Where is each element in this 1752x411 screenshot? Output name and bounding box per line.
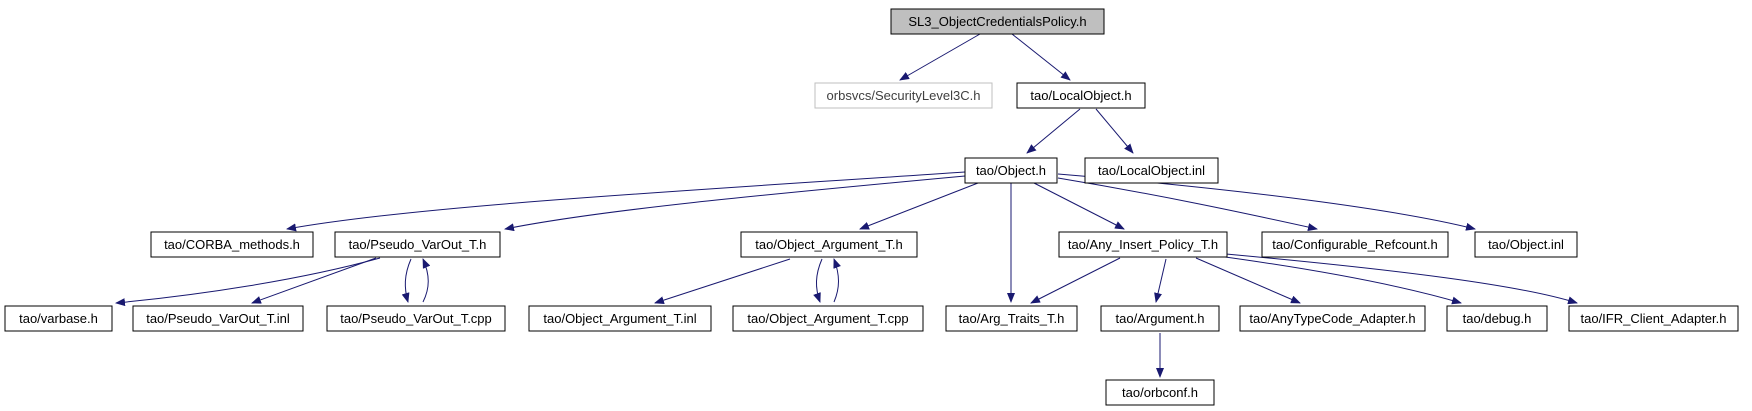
edge-any-insert-policy-to-ifr-client-adapter [1225, 253, 1578, 305]
edge-object-argument-cpp-to-object-argument-h [833, 258, 841, 303]
node-pseudo-varout-h[interactable]: tao/Pseudo_VarOut_T.h [334, 231, 501, 258]
node-label: tao/Any_Insert_Policy_T.h [1068, 237, 1218, 252]
edge-localobject-h-to-object-h [1026, 108, 1081, 154]
node-label: tao/IFR_Client_Adapter.h [1581, 311, 1727, 326]
edge-localobject-h-to-localobject-inl [1095, 108, 1134, 154]
node-object-h[interactable]: tao/Object.h [964, 157, 1058, 184]
node-orbconf[interactable]: tao/orbconf.h [1105, 379, 1215, 406]
node-label: tao/Argument.h [1116, 311, 1205, 326]
node-any-insert-policy[interactable]: tao/Any_Insert_Policy_T.h [1058, 231, 1228, 258]
edge-object-argument-h-to-object-argument-cpp [813, 258, 823, 303]
node-object-argument-cpp[interactable]: tao/Object_Argument_T.cpp [732, 305, 924, 332]
node-configurable-refcount[interactable]: tao/Configurable_Refcount.h [1261, 231, 1449, 258]
edge-object-h-to-pseudo-varout-h [504, 175, 966, 232]
edge-root-to-localobject-h [1011, 33, 1071, 81]
node-label: tao/Pseudo_VarOut_T.h [349, 237, 487, 252]
edge-pseudo-varout-h-to-pseudo-varout-inl [251, 257, 377, 304]
node-ifr-client-adapter[interactable]: tao/IFR_Client_Adapter.h [1568, 305, 1739, 332]
edge-any-insert-policy-to-anytypecode-adapter [1195, 257, 1301, 304]
edge-root-to-securitylevel3c [899, 33, 981, 81]
node-pseudo-varout-cpp[interactable]: tao/Pseudo_VarOut_T.cpp [326, 305, 506, 332]
edge-pseudo-varout-h-to-varbase [115, 257, 381, 307]
edge-any-insert-policy-to-argument-h [1154, 258, 1167, 303]
node-debug-h[interactable]: tao/debug.h [1446, 305, 1548, 332]
node-anytypecode-adapter[interactable]: tao/AnyTypeCode_Adapter.h [1239, 305, 1426, 332]
node-label: tao/debug.h [1463, 311, 1532, 326]
node-label: tao/Object.inl [1488, 237, 1564, 252]
node-label: tao/AnyTypeCode_Adapter.h [1249, 311, 1415, 326]
node-label: tao/Object.h [976, 163, 1046, 178]
node-local-object-inl[interactable]: tao/LocalObject.inl [1084, 157, 1219, 184]
node-security-level3c[interactable]: orbsvcs/SecurityLevel3C.h [814, 82, 993, 109]
node-label: tao/CORBA_methods.h [164, 237, 300, 252]
node-label: SL3_ObjectCredentialsPolicy.h [908, 14, 1086, 29]
node-object-inl[interactable]: tao/Object.inl [1474, 231, 1578, 258]
node-object-argument-inl[interactable]: tao/Object_Argument_T.inl [528, 305, 712, 332]
node-label: tao/Object_Argument_T.h [755, 237, 902, 252]
node-corba-methods[interactable]: tao/CORBA_methods.h [150, 231, 314, 258]
node-label: tao/Pseudo_VarOut_T.cpp [340, 311, 492, 326]
edge-object-argument-h-to-object-argument-inl [654, 258, 791, 305]
node-label: tao/orbconf.h [1122, 385, 1198, 400]
edge-object-h-to-configurable-refcount [1057, 177, 1318, 231]
node-varbase[interactable]: tao/varbase.h [4, 305, 113, 332]
node-label: tao/Pseudo_VarOut_T.inl [146, 311, 290, 326]
edge-pseudo-varout-cpp-to-pseudo-varout-h [422, 258, 431, 303]
edge-any-insert-policy-to-arg-traits [1030, 257, 1121, 304]
node-label: tao/Configurable_Refcount.h [1272, 237, 1438, 252]
node-argument-h[interactable]: tao/Argument.h [1100, 305, 1220, 332]
edge-object-h-to-corba-methods [286, 171, 966, 232]
node-label: tao/Object_Argument_T.inl [543, 311, 696, 326]
edge-pseudo-varout-h-to-pseudo-varout-cpp [401, 258, 412, 303]
edge-object-h-to-any-insert-policy [1033, 182, 1125, 230]
node-label: tao/LocalObject.h [1030, 88, 1131, 103]
node-label: tao/LocalObject.inl [1098, 163, 1205, 178]
node-label: tao/varbase.h [19, 311, 98, 326]
node-local-object-h[interactable]: tao/LocalObject.h [1016, 82, 1146, 109]
edge-any-insert-policy-to-debug-h [1217, 255, 1462, 305]
node-label: orbsvcs/SecurityLevel3C.h [827, 88, 981, 103]
node-object-argument-h[interactable]: tao/Object_Argument_T.h [740, 231, 918, 258]
node-root-header[interactable]: SL3_ObjectCredentialsPolicy.h [890, 8, 1105, 35]
edge-object-h-to-object-argument-h [859, 182, 979, 230]
node-arg-traits[interactable]: tao/Arg_Traits_T.h [945, 305, 1078, 332]
node-label: tao/Arg_Traits_T.h [959, 311, 1065, 326]
node-label: tao/Object_Argument_T.cpp [747, 311, 908, 326]
node-pseudo-varout-inl[interactable]: tao/Pseudo_VarOut_T.inl [132, 305, 304, 332]
